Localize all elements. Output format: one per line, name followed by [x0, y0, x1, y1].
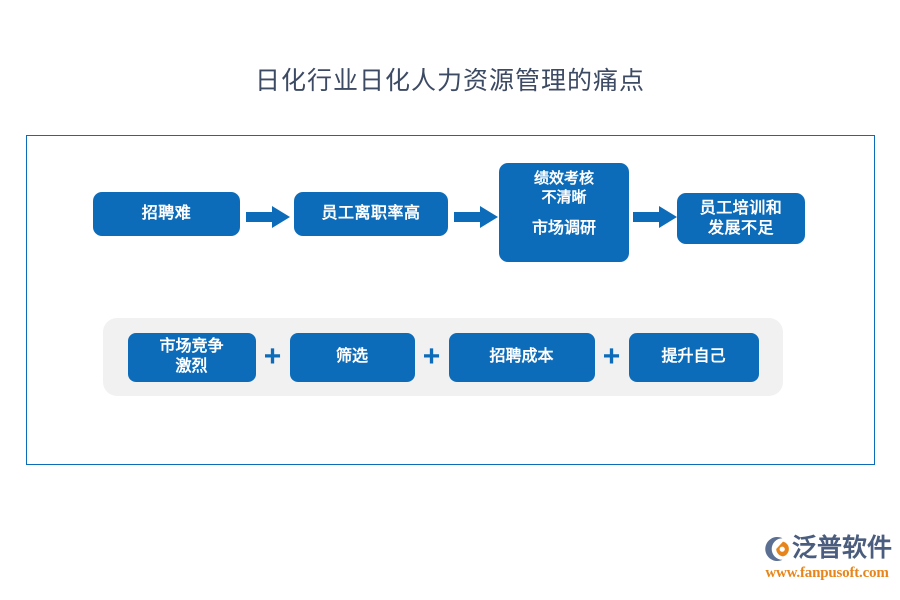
- right-arrow-icon: [454, 206, 498, 228]
- right-arrow-icon: [246, 206, 290, 228]
- factor-chip-recruiting-cost[interactable]: 招聘成本: [448, 332, 595, 382]
- plus-separator-icon: +: [263, 340, 282, 373]
- diagram-frame: 招聘难 员工离职率高 绩效考核 不清晰 市场调研 员工培训和 发展不足 市场竞争…: [26, 135, 875, 465]
- factor-panel: 市场竞争 激烈 + 筛选 + 招聘成本 + 提升自己: [103, 318, 783, 396]
- flow-row: 招聘难 员工离职率高 绩效考核 不清晰 市场调研 员工培训和 发展不足: [27, 136, 876, 276]
- factor-chip-self-improvement[interactable]: 提升自己: [628, 332, 759, 382]
- brand-logo: 泛普软件 www.fanpusoft.com: [762, 533, 892, 585]
- right-arrow-icon: [633, 206, 677, 228]
- flow-node-turnover-rate[interactable]: 员工离职率高: [294, 192, 448, 236]
- flow-node-recruiting-difficulty[interactable]: 招聘难: [93, 192, 240, 236]
- brand-logo-top: 泛普软件: [762, 533, 892, 565]
- flow-node-market-research-label: 市场调研: [531, 220, 596, 237]
- plus-separator-icon: +: [422, 340, 441, 373]
- factor-chip-screening[interactable]: 筛选: [289, 332, 415, 382]
- brand-logo-url: www.fanpusoft.com: [765, 565, 889, 581]
- flow-node-performance-review-label: 绩效考核 不清晰: [533, 171, 594, 206]
- factor-chip-market-competition[interactable]: 市场竞争 激烈: [127, 332, 256, 382]
- fanpu-swoosh-icon: [765, 537, 789, 561]
- plus-separator-icon: +: [602, 340, 621, 373]
- flow-node-training-development[interactable]: 员工培训和 发展不足: [677, 193, 805, 244]
- brand-logo-wordmark: 泛普软件: [792, 535, 893, 562]
- flow-node-performance-review[interactable]: 绩效考核 不清晰 市场调研: [499, 163, 629, 262]
- page-title: 日化行业日化人力资源管理的痛点: [254, 68, 645, 95]
